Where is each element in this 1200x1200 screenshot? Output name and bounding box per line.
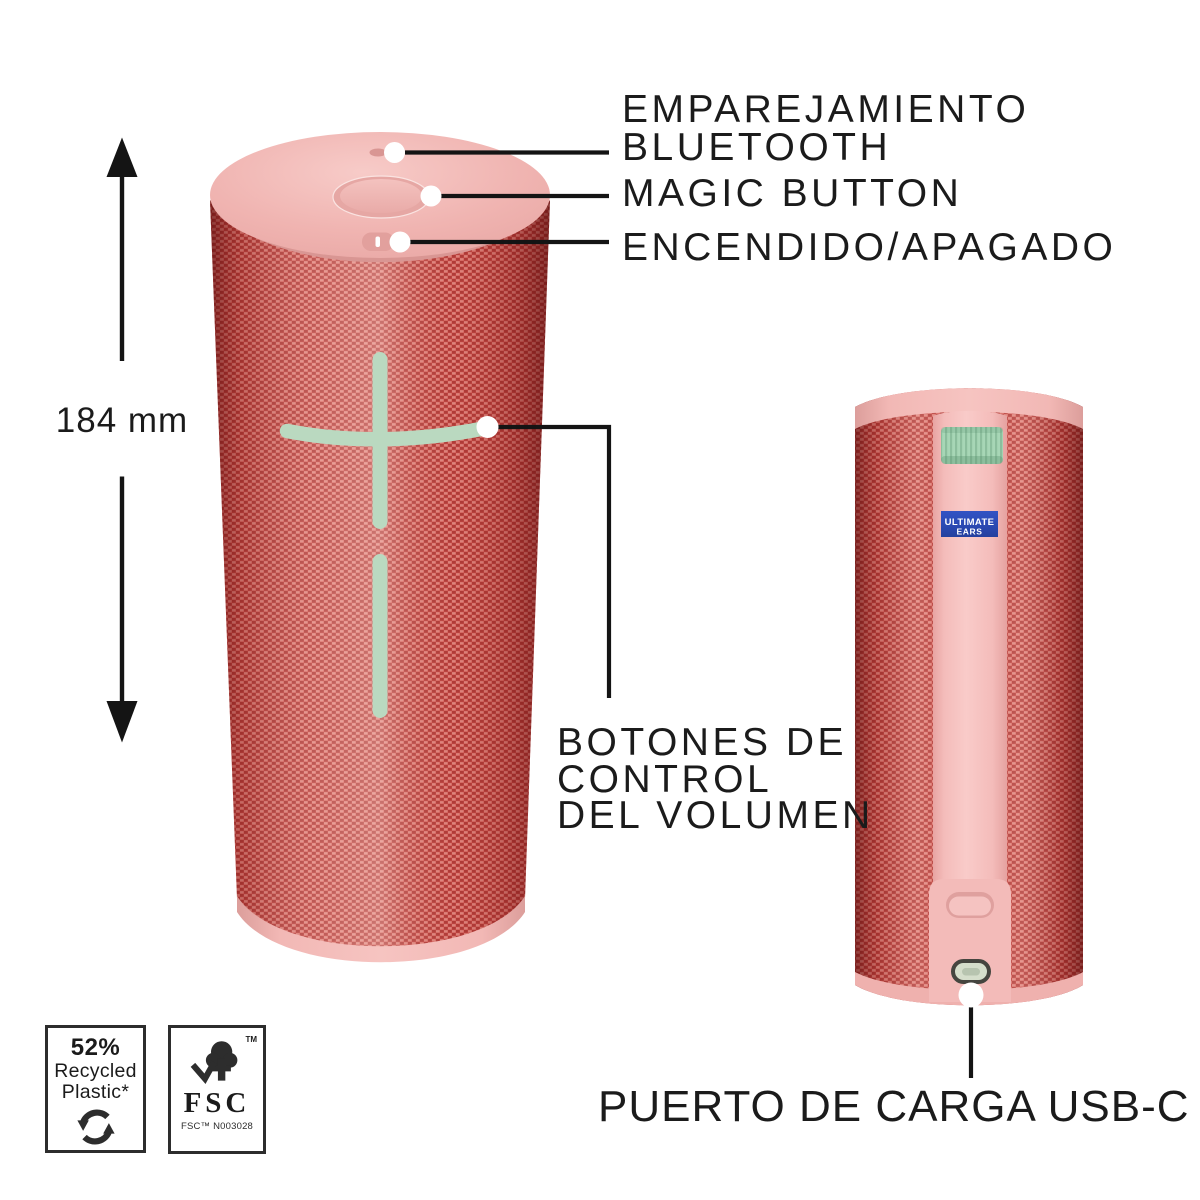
recycled-plastic-badge: 52% Recycled Plastic* <box>45 1025 146 1153</box>
dimension-label: 184 mm <box>55 401 189 440</box>
fsc-acronym: FSC <box>183 1087 251 1119</box>
dot-volume <box>476 416 499 438</box>
dot-usb <box>958 982 984 1008</box>
label-volume-line2: CONTROL <box>557 758 773 801</box>
power-glyph <box>375 236 380 247</box>
recycled-line2: Plastic* <box>61 1081 130 1103</box>
base-band-back <box>855 972 1083 1006</box>
label-power: ENCENDIDO/APAGADO <box>622 226 1117 269</box>
callout-lines <box>405 150 974 1078</box>
speaker-back-view: ULTIMATE EARS <box>855 388 1083 1006</box>
dot-power <box>389 231 411 253</box>
label-volume-line1: BOTONES DE <box>557 721 848 764</box>
fsc-tree-icon <box>171 1038 263 1088</box>
arrow-shaft-upper <box>119 172 125 361</box>
brand-badge: ULTIMATE EARS <box>941 511 998 537</box>
bluetooth-indicator <box>369 148 387 157</box>
bottom-base-band <box>237 896 525 963</box>
hang-loop <box>941 427 1003 464</box>
brand-line2: EARS <box>956 527 982 537</box>
volume-down-button <box>372 554 388 718</box>
arrow-shaft-lower <box>119 476 125 702</box>
brand-line1: ULTIMATE <box>945 517 995 528</box>
callout-dots <box>384 142 984 1008</box>
label-bluetooth-line2: BLUETOOTH <box>622 126 892 169</box>
fsc-tm-mark: TM <box>245 1035 257 1044</box>
magic-button <box>340 179 422 213</box>
callout-line-volume <box>498 424 612 698</box>
arrow-head-down <box>106 701 138 743</box>
arrow-head-up <box>106 137 138 177</box>
speaker-front-view <box>210 132 550 963</box>
recycle-arrows-icon <box>48 1106 143 1148</box>
volume-up-button-vertical <box>372 352 388 529</box>
dimension-arrow <box>106 137 138 743</box>
label-bluetooth-line1: EMPAREJAMIENTO <box>622 88 1030 131</box>
top-rim-back <box>855 388 1083 429</box>
label-magic-button: MAGIC BUTTON <box>622 172 963 215</box>
dot-magic <box>420 185 442 207</box>
dot-bluetooth <box>384 142 405 163</box>
recycled-percent: 52% <box>70 1034 121 1061</box>
fsc-badge: TM FSC FSC™ N003028 <box>168 1025 266 1154</box>
recycled-line1: Recycled <box>54 1060 137 1082</box>
label-volume-line3: DEL VOLUMEN <box>557 794 874 837</box>
label-usb-port: PUERTO DE CARGA USB-C <box>598 1082 1190 1131</box>
spine-strip <box>933 410 1007 1002</box>
usb-c-port <box>951 959 991 984</box>
fsc-license-number: FSC™ N003028 <box>180 1121 254 1132</box>
